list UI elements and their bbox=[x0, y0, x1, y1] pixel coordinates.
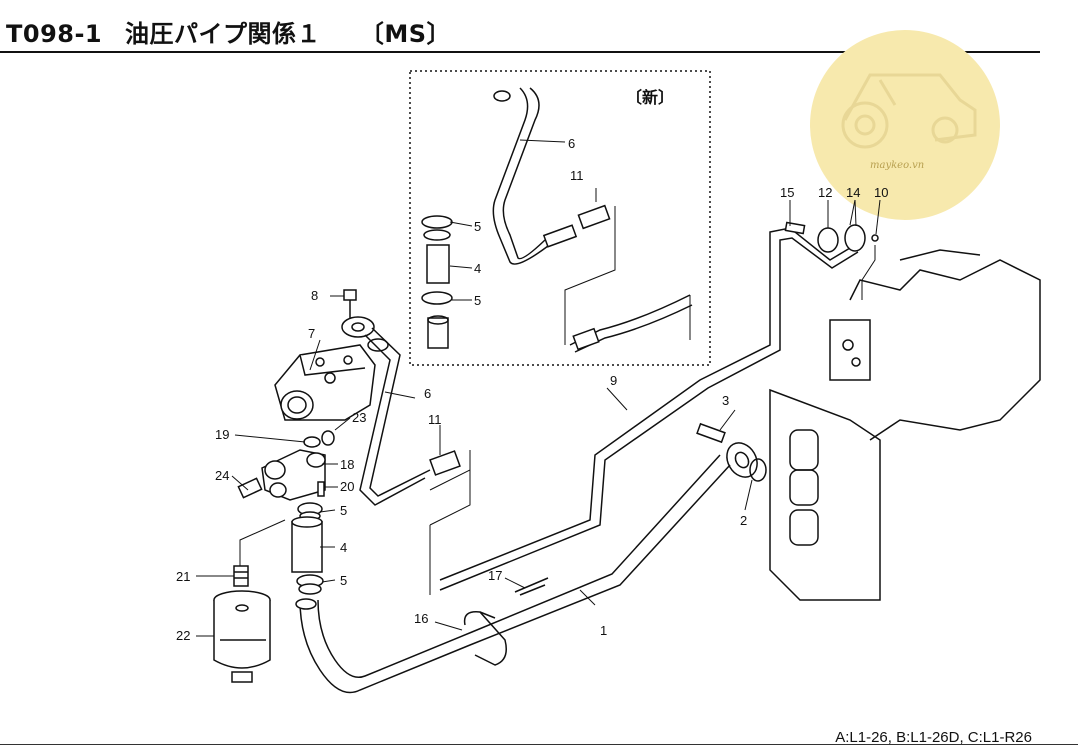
callout-17: 17 bbox=[488, 568, 502, 583]
callout-8: 8 bbox=[311, 288, 318, 303]
watermark-text: maykeo.vn bbox=[870, 160, 924, 171]
callout-22: 22 bbox=[176, 628, 190, 643]
new-label: 〔新〕 bbox=[626, 88, 674, 107]
callout-7: 7 bbox=[308, 326, 315, 341]
callout-21: 21 bbox=[176, 569, 190, 584]
pipe-6 bbox=[341, 316, 471, 506]
callout-inset-5b: 5 bbox=[474, 293, 481, 308]
callout-5-lower: 5 bbox=[340, 573, 347, 588]
top-right-fittings bbox=[784, 221, 879, 300]
callout-10: 10 bbox=[874, 185, 888, 200]
callout-20: 20 bbox=[340, 479, 354, 494]
leader-lines bbox=[196, 199, 881, 637]
callout-inset-11: 11 bbox=[570, 168, 584, 183]
variant-label: 〔MS〕 bbox=[359, 20, 452, 48]
model-applicability: A:L1-26, B:L1-26D, C:L1-R26 bbox=[835, 729, 1032, 746]
inset-new-version: 〔新〕 6 11 5 4 5 bbox=[409, 70, 711, 366]
pipe-9 bbox=[429, 227, 859, 595]
bolt-8 bbox=[343, 289, 357, 318]
watermark-logo: maykeo.vn bbox=[810, 30, 1000, 220]
callout-23: 23 bbox=[352, 410, 366, 425]
callout-2: 2 bbox=[740, 513, 747, 528]
callout-numbers: 9 1 6 3 2 8 7 19 23 18 20 5 4 5 24 21 22… bbox=[176, 185, 888, 643]
filter-cartridge bbox=[213, 519, 286, 683]
callout-16: 16 bbox=[414, 611, 428, 626]
callout-11: 11 bbox=[428, 412, 442, 427]
callout-5-upper: 5 bbox=[340, 503, 347, 518]
header-rule bbox=[0, 51, 1040, 53]
callout-3: 3 bbox=[722, 393, 729, 408]
callout-9: 9 bbox=[610, 373, 617, 388]
callout-19: 19 bbox=[215, 427, 229, 442]
engine-block bbox=[769, 249, 1041, 601]
callout-12: 12 bbox=[818, 185, 832, 200]
hose-assembly bbox=[291, 502, 324, 610]
callout-14: 14 bbox=[846, 185, 860, 200]
part-code: T098-1 bbox=[6, 20, 103, 48]
callout-inset-6: 6 bbox=[568, 136, 575, 151]
filter-head bbox=[237, 430, 335, 501]
callout-1: 1 bbox=[600, 623, 607, 638]
callout-inset-5a: 5 bbox=[474, 219, 481, 234]
callout-6: 6 bbox=[424, 386, 431, 401]
bracket-16 bbox=[463, 577, 549, 666]
pipe-1 bbox=[299, 422, 767, 694]
section-title: 油圧パイプ関係１ bbox=[125, 20, 321, 48]
callout-inset-4: 4 bbox=[474, 261, 481, 276]
footer-rule bbox=[0, 744, 1078, 745]
control-valve bbox=[274, 344, 376, 421]
callout-24: 24 bbox=[215, 468, 229, 483]
callout-15: 15 bbox=[780, 185, 794, 200]
page-title: T098-1 油圧パイプ関係１ 〔MS〕 bbox=[6, 14, 451, 49]
callout-4: 4 bbox=[340, 540, 347, 555]
callout-18: 18 bbox=[340, 457, 354, 472]
